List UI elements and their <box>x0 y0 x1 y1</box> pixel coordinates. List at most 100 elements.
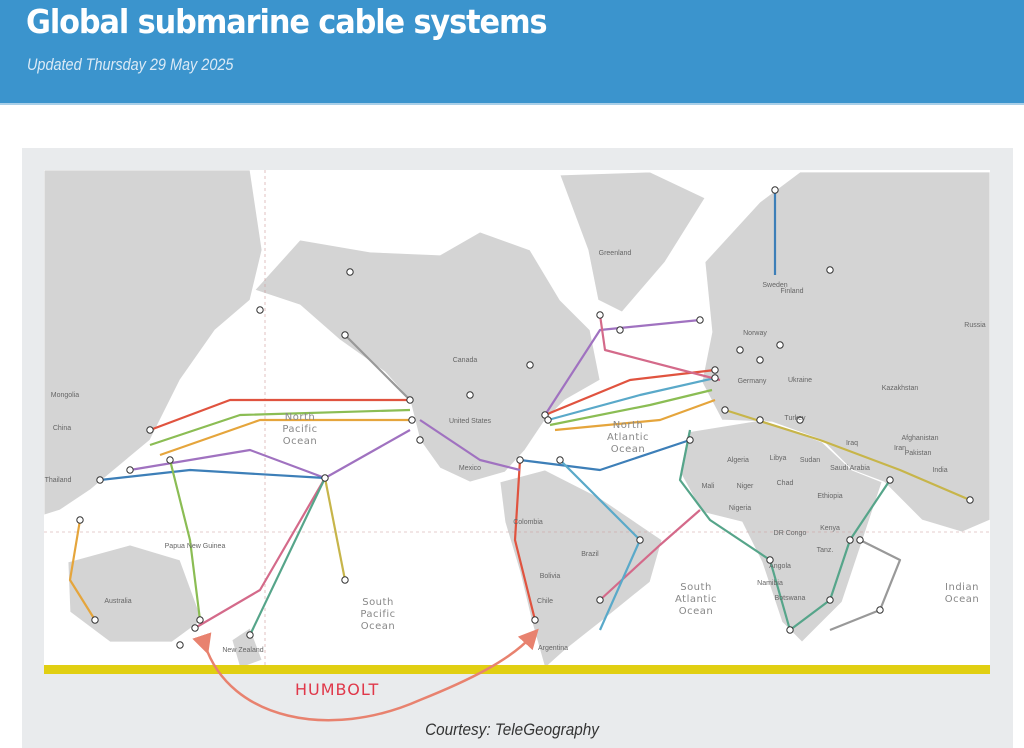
country-label: United States <box>449 418 492 425</box>
country-label: Nigeria <box>729 505 751 512</box>
cable-route <box>678 429 891 632</box>
cable-route <box>513 459 537 621</box>
landing-station-dot <box>246 631 254 639</box>
landing-station-dot <box>341 331 349 339</box>
landing-station-dot <box>176 641 184 649</box>
landing-station-dot <box>596 596 604 604</box>
landing-station-dot <box>616 326 624 334</box>
country-label: Pakistan <box>905 450 932 457</box>
landing-station-dot <box>711 374 719 382</box>
landing-station-dot <box>466 391 474 399</box>
ocean-label: Ocean <box>361 621 396 632</box>
country-label: Australia <box>104 598 131 605</box>
landing-station-dot <box>856 536 864 544</box>
landing-station-dot <box>876 606 884 614</box>
landing-station-dot <box>711 366 719 374</box>
country-label: Iraq <box>846 440 858 447</box>
greenland <box>559 171 706 313</box>
landing-station-dot <box>191 624 199 632</box>
landing-station-dot <box>826 266 834 274</box>
landing-station-dot <box>556 456 564 464</box>
country-label: Mexico <box>459 465 481 472</box>
africa <box>679 419 883 643</box>
country-label: Brazil <box>581 551 599 558</box>
cable-route <box>549 388 713 427</box>
landing-station-dot <box>256 306 264 314</box>
landing-stations <box>76 186 974 649</box>
cable-route <box>159 418 412 457</box>
country-label: Algeria <box>727 457 749 464</box>
landing-station-dot <box>966 496 974 504</box>
asia-east <box>44 170 263 516</box>
landing-station-dot <box>531 616 539 624</box>
image-credit: Courtesy: TeleGeography <box>425 720 599 739</box>
south-america <box>499 469 663 665</box>
country-label: Angola <box>769 563 791 570</box>
ocean-label: Indian <box>945 582 979 593</box>
country-label: Germany <box>738 378 767 385</box>
country-label: Libya <box>770 455 787 462</box>
cable-route <box>68 519 96 621</box>
ocean-label: Atlantic <box>675 594 717 605</box>
country-label: New Zealand <box>222 647 263 654</box>
country-label: Sudan <box>800 457 820 464</box>
landing-station-dot <box>756 416 764 424</box>
cable-route <box>323 477 347 581</box>
landing-station-dot <box>846 536 854 544</box>
landing-station-dot <box>196 616 204 624</box>
country-label: Chad <box>777 480 794 487</box>
country-label: Argentina <box>538 645 568 652</box>
country-label: Saudi Arabia <box>830 465 870 472</box>
landing-station-dot <box>776 341 784 349</box>
cable-route <box>829 539 902 632</box>
landing-station-dot <box>756 356 764 364</box>
country-label: Ethiopia <box>817 493 842 500</box>
landing-station-dot <box>686 436 694 444</box>
landing-station-dot <box>786 626 794 634</box>
country-label: China <box>53 425 71 432</box>
landing-station-dot <box>346 268 354 276</box>
country-label: Russia <box>964 322 986 329</box>
country-label: Colombia <box>513 519 543 526</box>
cable-routes <box>68 190 971 636</box>
country-label: India <box>932 467 947 474</box>
country-label: Thailand <box>45 477 72 484</box>
landing-station-dot <box>736 346 744 354</box>
country-label: Finland <box>781 288 804 295</box>
country-label: Chile <box>537 598 553 605</box>
country-label: Bolivia <box>540 573 561 580</box>
landing-station-dot <box>76 516 84 524</box>
country-label: Niger <box>737 483 754 490</box>
landing-station-dot <box>416 436 424 444</box>
map-labels: GreenlandFinlandSwedenNorwayRussiaKazakh… <box>45 250 986 654</box>
cable-route <box>194 477 326 629</box>
ocean-label: Ocean <box>679 606 714 617</box>
cable-route <box>547 376 716 422</box>
landing-station-dot <box>826 596 834 604</box>
landing-station-dot <box>96 476 104 484</box>
cable-route <box>168 459 202 621</box>
country-label: Tanz. <box>817 547 834 554</box>
landing-station-dot <box>721 406 729 414</box>
ocean-label: Pacific <box>282 424 317 435</box>
country-label: Norway <box>743 330 767 337</box>
landing-station-dot <box>341 576 349 584</box>
landing-station-dot <box>91 616 99 624</box>
landing-station-dot <box>408 416 416 424</box>
country-label: Botswana <box>775 595 806 602</box>
landing-station-dot <box>126 466 134 474</box>
country-label: Turkey <box>784 415 806 422</box>
landing-station-dot <box>886 476 894 484</box>
cable-route <box>519 438 691 472</box>
country-label: Mongolia <box>51 392 80 399</box>
country-label: DR Congo <box>774 530 807 537</box>
country-label: Afghanistan <box>902 435 939 442</box>
ocean-label: Pacific <box>360 609 395 620</box>
country-label: Sweden <box>762 282 787 289</box>
country-label: Kenya <box>820 525 840 532</box>
landing-station-dot <box>526 361 534 369</box>
cable-route <box>149 408 411 447</box>
ocean-label: Ocean <box>611 444 646 455</box>
cable-route <box>598 314 721 382</box>
